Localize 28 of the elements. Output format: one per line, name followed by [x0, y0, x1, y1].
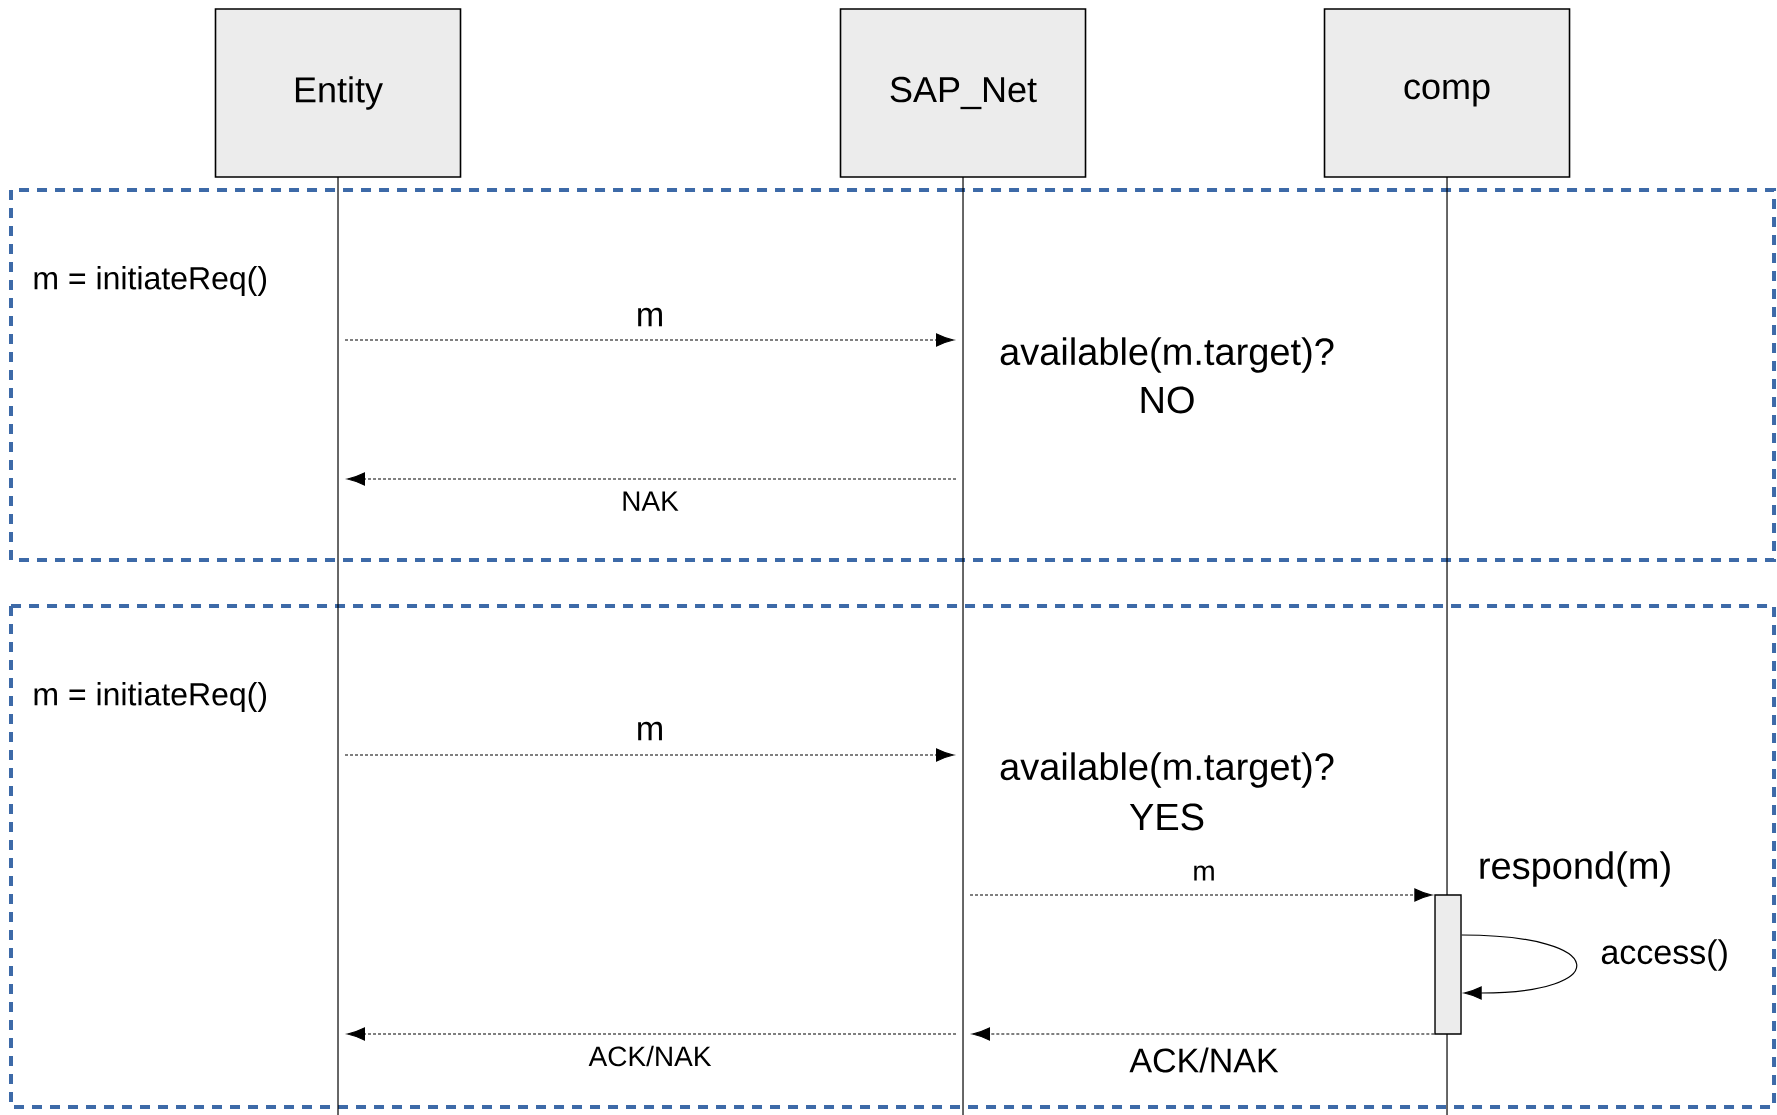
lifeline-head: SAP_Net	[839, 8, 1087, 178]
edge-label: m	[633, 305, 667, 329]
message-arrow	[969, 888, 1433, 902]
lifeline-head: comp	[1323, 8, 1571, 178]
lifeline	[962, 177, 964, 1115]
message-arrow	[347, 472, 957, 486]
edge-label: access()	[1598, 937, 1731, 973]
activation-bar	[1434, 894, 1462, 1035]
note-text: NO	[1141, 386, 1194, 414]
lifeline-head: Entity	[214, 8, 462, 178]
lifeline	[337, 177, 339, 1115]
edge-label: ACK/NAK	[1127, 1045, 1281, 1075]
message-arrow	[972, 1027, 1435, 1041]
note-text: m = initiateReq()	[34, 266, 266, 296]
edge-label: ACK/NAK	[586, 1043, 714, 1069]
message-arrow	[344, 333, 954, 347]
edge-label: m	[633, 719, 667, 743]
note-text: available(m.target)?	[1000, 337, 1334, 373]
edge-label: NAK	[619, 489, 681, 513]
lifeline	[1446, 177, 1448, 1115]
message-arrow	[1461, 934, 1578, 1000]
message-arrow	[347, 1027, 957, 1041]
message-arrow	[344, 748, 954, 762]
note-text: m = initiateReq()	[34, 682, 266, 712]
edge-label: m	[1190, 863, 1218, 883]
note-text: available(m.target)?	[1000, 752, 1334, 788]
note-text: YES	[1129, 803, 1204, 831]
note-text: respond(m)	[1480, 851, 1670, 887]
